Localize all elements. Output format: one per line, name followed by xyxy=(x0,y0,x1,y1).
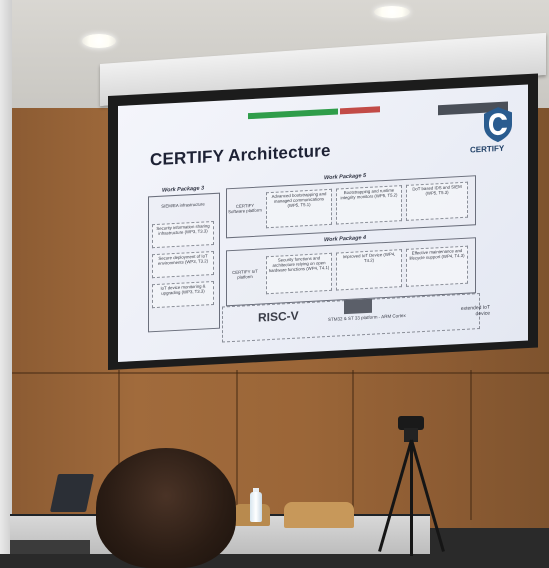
wp3-item: Security information sharing infrastruct… xyxy=(152,220,214,249)
audience-head xyxy=(96,448,236,568)
chair xyxy=(284,502,354,528)
certify-logo-icon xyxy=(484,107,512,143)
riscv-logo-text: RISC-V xyxy=(258,308,299,325)
slide-title: CERTIFY Architecture xyxy=(150,140,331,170)
wp4-side-label: CERTIFY IoT platform xyxy=(232,268,258,280)
wall-panel-seam xyxy=(352,370,354,520)
wp5-item: DoT based IDS and SIEM (WP5, T5.3) xyxy=(406,181,468,221)
certify-logo-text: CERTIFY xyxy=(470,143,505,155)
wp3-item: IoT device monitoring & upgrading (WP3, … xyxy=(152,280,214,309)
ceiling-light xyxy=(82,34,116,48)
wp4-item: Effective maintenance and lifecycle supp… xyxy=(406,245,468,287)
wp4-label: Work Package 4 xyxy=(324,234,367,244)
wall-panel-seam xyxy=(12,372,549,374)
slide-status-bar xyxy=(248,108,338,120)
wp5-label: Work Package 5 xyxy=(324,172,367,182)
wall-panel-seam xyxy=(118,370,120,520)
camera-icon xyxy=(398,416,424,430)
wp4-item: Security functions and architecture rely… xyxy=(266,252,332,295)
board-icon xyxy=(344,298,372,315)
left-pillar xyxy=(0,0,12,554)
tripod-leg xyxy=(410,440,413,556)
wp4-item: Improved IoT Device (WP4, T4.2) xyxy=(336,249,402,291)
wp5-item: Bootstrapping and runtime integrity moni… xyxy=(336,185,402,225)
presentation-slide: CERTIFY Architecture CERTIFY Work Packag… xyxy=(118,84,528,362)
extended-iot-caption: extended IoT device xyxy=(460,304,490,318)
ceiling-light xyxy=(374,6,410,18)
wall-panel-seam xyxy=(236,370,238,520)
water-bottle xyxy=(250,492,262,522)
tripod-mount xyxy=(404,428,418,442)
wp3-item: Secure deployment of IoT environments (W… xyxy=(152,250,214,279)
wp5-side-label: CERTIFY Software platform xyxy=(228,202,262,215)
wp3-label: Work Package 3 xyxy=(162,185,205,194)
table-strip xyxy=(10,540,90,554)
wall-panel-seam xyxy=(470,370,472,520)
wp5-item: Advanced bootstrapping and managed commu… xyxy=(266,188,332,229)
slide-status-bar xyxy=(340,106,380,115)
bottle-cap xyxy=(253,488,259,493)
